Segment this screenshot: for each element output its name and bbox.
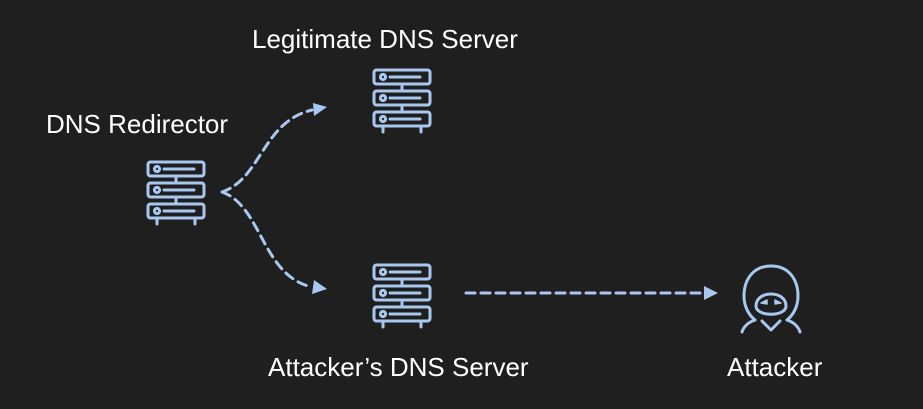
edge-redirector-to-legitimate [220,108,314,194]
server-icon [146,160,206,226]
arrowhead-icon [313,103,327,116]
server-icon [372,68,432,134]
hooded-hacker-icon [740,264,802,334]
attackers-dns-server-label: Attacker’s DNS Server [268,352,529,382]
legitimate-dns-server-label: Legitimate DNS Server [252,24,518,54]
attacker-label: Attacker [727,352,823,382]
edge-redirector-to-attacker-server [220,190,314,289]
arrowhead-icon [312,280,327,294]
server-icon [372,263,432,329]
dns-redirector-label: DNS Redirector [46,109,229,139]
arrowhead-icon [704,286,718,300]
